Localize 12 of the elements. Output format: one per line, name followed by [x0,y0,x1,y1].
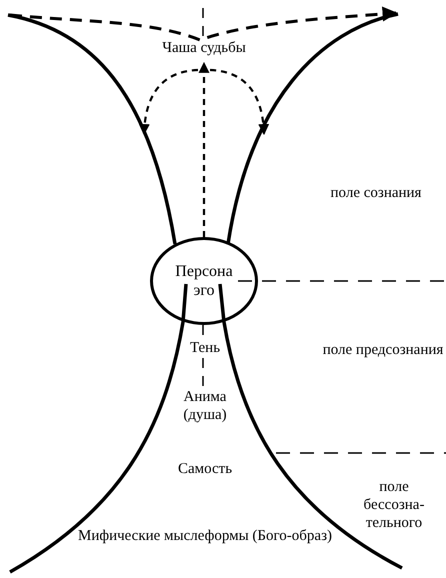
arrow [210,68,269,136]
arrow [139,68,198,136]
region-label: поле сознания [330,184,422,202]
region-label: Мифические мыслеформы (Бого-образ) [76,527,334,545]
text-label: Чаша судьбы [148,40,260,60]
region-label: Самость [176,460,234,478]
arrow [198,62,210,237]
region-label: Анима (душа) [182,388,228,424]
region-label: Тень [188,339,222,357]
persona-circle [150,237,258,325]
region-label: поле предсознания [322,341,444,359]
region-label: поле бессозна-тельного [362,478,426,532]
